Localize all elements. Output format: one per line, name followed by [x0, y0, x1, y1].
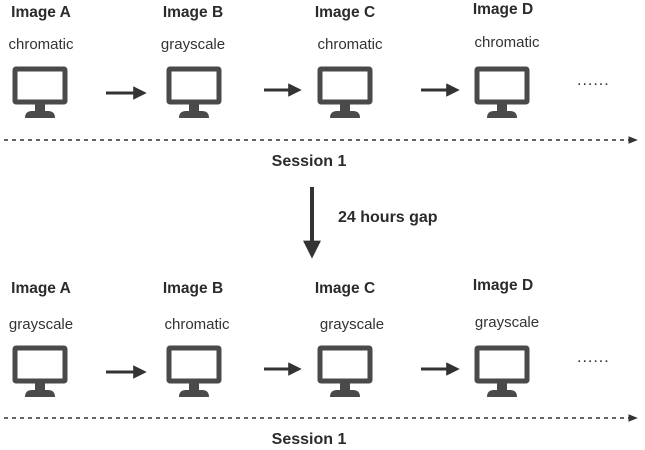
monitor-icon: [474, 66, 530, 118]
monitor-icon: [12, 66, 68, 118]
row1-image-a-mode: chromatic: [8, 36, 74, 53]
row1-continuation: ......: [577, 72, 610, 89]
row1-image-b-label: Image B: [162, 4, 224, 21]
row1-image-c-label: Image C: [314, 4, 376, 21]
row1-image-b-mode: grayscale: [160, 36, 226, 53]
monitor-icon: [12, 345, 68, 397]
row2-continuation: ......: [577, 349, 610, 366]
row2-image-b-label: Image B: [162, 280, 224, 297]
row2-image-d-mode: grayscale: [474, 314, 540, 331]
row1-image-d-mode: chromatic: [474, 34, 540, 51]
gap-label: 24 hours gap: [338, 209, 438, 226]
monitor-icon: [166, 66, 222, 118]
row2-session-label: Session 1: [271, 431, 347, 448]
row2-image-d-label: Image D: [472, 277, 534, 294]
row1-image-d-label: Image D: [472, 1, 534, 18]
row1-image-c-mode: chromatic: [317, 36, 383, 53]
row2-image-c-label: Image C: [314, 280, 376, 297]
row1-image-a-label: Image A: [11, 4, 71, 21]
monitor-icon: [317, 66, 373, 118]
row2-image-a-mode: grayscale: [8, 316, 74, 333]
monitor-icon: [474, 345, 530, 397]
monitor-icon: [317, 345, 373, 397]
row2-image-a-label: Image A: [11, 280, 71, 297]
row1-session-label: Session 1: [271, 153, 347, 170]
monitor-icon: [166, 345, 222, 397]
row2-image-b-mode: chromatic: [164, 316, 230, 333]
row2-image-c-mode: grayscale: [319, 316, 385, 333]
